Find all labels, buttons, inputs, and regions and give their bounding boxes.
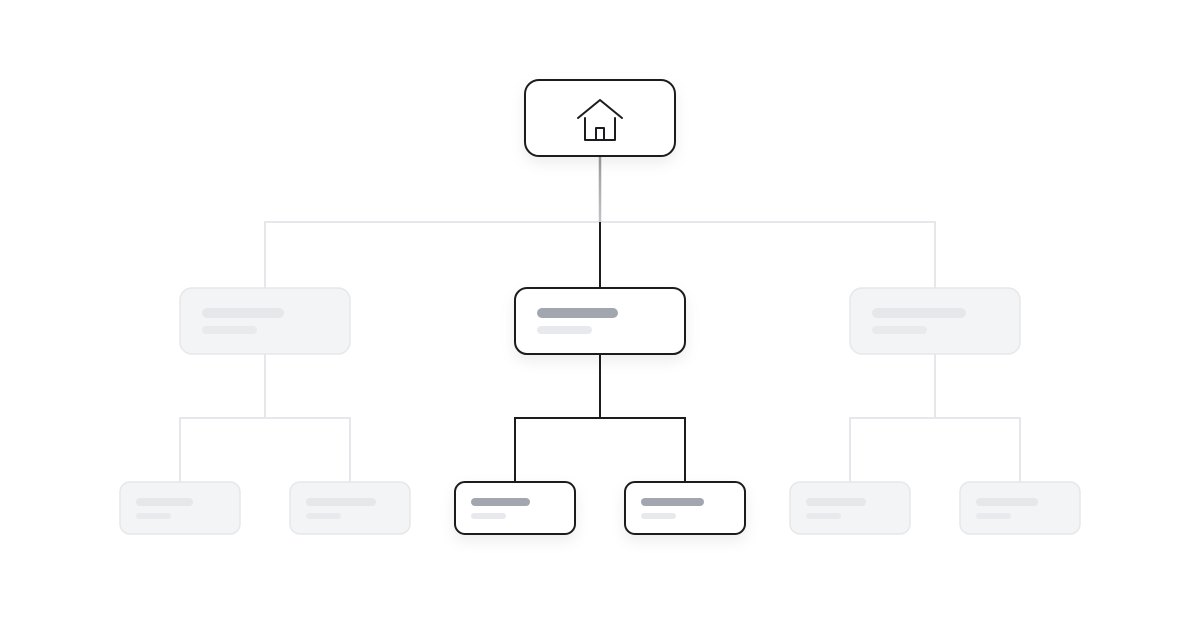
placeholder-subtitle: [641, 513, 676, 519]
placeholder-subtitle: [806, 513, 841, 519]
home-icon: [577, 99, 623, 141]
placeholder-title: [471, 498, 530, 506]
leaf-node-right-2: [959, 481, 1081, 535]
leaf-node-middle-1[interactable]: [454, 481, 576, 535]
branch-node-middle[interactable]: [514, 287, 686, 355]
placeholder-subtitle: [136, 513, 171, 519]
placeholder-title: [806, 498, 866, 506]
active-connectors: [514, 222, 686, 482]
placeholder-title: [136, 498, 193, 506]
faded-connectors: [179, 221, 1021, 482]
placeholder-subtitle: [471, 513, 506, 519]
placeholder-title: [537, 308, 618, 318]
root-node[interactable]: [524, 79, 676, 157]
connector-root-right: [600, 221, 936, 288]
placeholder-subtitle: [306, 513, 341, 519]
branch-node-right: [849, 287, 1021, 355]
connector-right-children: [849, 354, 1021, 482]
placeholder-title: [641, 498, 704, 506]
placeholder-subtitle: [202, 326, 257, 334]
placeholder-title: [306, 498, 376, 506]
placeholder-subtitle: [537, 326, 592, 334]
leaf-node-right-1: [789, 481, 911, 535]
placeholder-subtitle: [976, 513, 1011, 519]
placeholder-title: [872, 308, 966, 318]
placeholder-subtitle: [872, 326, 927, 334]
branch-node-left: [179, 287, 351, 355]
placeholder-title: [976, 498, 1038, 506]
leaf-node-left-2: [289, 481, 411, 535]
connector-root-left: [264, 221, 600, 288]
connector-middle-children: [514, 354, 686, 482]
leaf-node-left-1: [119, 481, 241, 535]
connector-left-children: [179, 354, 351, 482]
leaf-node-middle-2[interactable]: [624, 481, 746, 535]
placeholder-title: [202, 308, 284, 318]
